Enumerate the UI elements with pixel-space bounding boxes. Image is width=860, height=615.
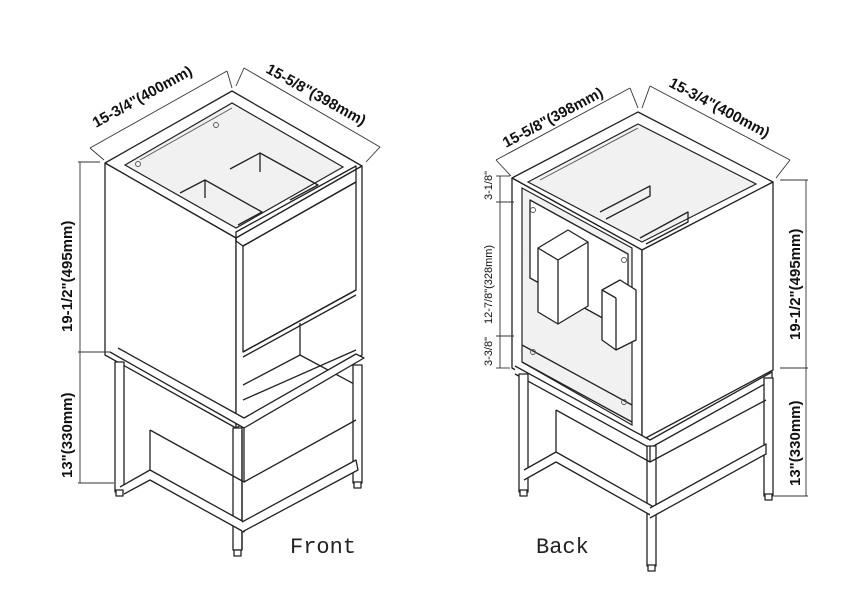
front-open-shelf (242, 294, 357, 401)
front-view: 15-3/4"(400mm) 15-5/8"(398mm) 19-1/2"(49… (59, 61, 381, 560)
back-width-label: 15-3/4"(400mm) (666, 75, 772, 142)
front-metal-base (109, 347, 365, 557)
back-cabinet-height-label: 19-1/2"(495mm) (787, 229, 804, 340)
front-top-opening (123, 102, 345, 229)
front-cabinet-height-label: 19-1/2"(495mm) (59, 221, 76, 332)
front-leg-height-dimension: 13"(330mm) (59, 352, 114, 484)
back-top-opening (526, 123, 758, 243)
back-top-gap-label: 3-1/8" (483, 171, 495, 200)
back-leg-height-dimension: 13"(330mm) (774, 368, 808, 497)
back-bottom-gap-label: 3-3/8" (483, 337, 495, 366)
back-right-side-panel (641, 181, 774, 441)
back-opening-label: 12-7/8"(328mm) (483, 245, 495, 324)
back-opening-dimensions: 3-1/8" 12-7/8"(328mm) 3-3/8" (483, 171, 514, 369)
back-view: 15-5/8"(398mm) 15-3/4"(400mm) 19-1/2"(49… (483, 75, 808, 572)
back-view-label: Back (536, 535, 589, 560)
back-metal-base (514, 365, 774, 572)
back-interior (539, 127, 689, 245)
front-view-label: Front (290, 535, 356, 560)
back-cabinet-height-dimension: 19-1/2"(495mm) (780, 179, 808, 369)
drawer-top-edge (235, 165, 357, 247)
back-leg-height-label: 13"(330mm) (787, 401, 804, 487)
front-leg-height-label: 13"(330mm) (59, 393, 76, 479)
front-interior (135, 107, 319, 226)
back-drawer-boxes (537, 229, 637, 351)
front-cabinet-height-dimension: 19-1/2"(495mm) (59, 161, 110, 353)
